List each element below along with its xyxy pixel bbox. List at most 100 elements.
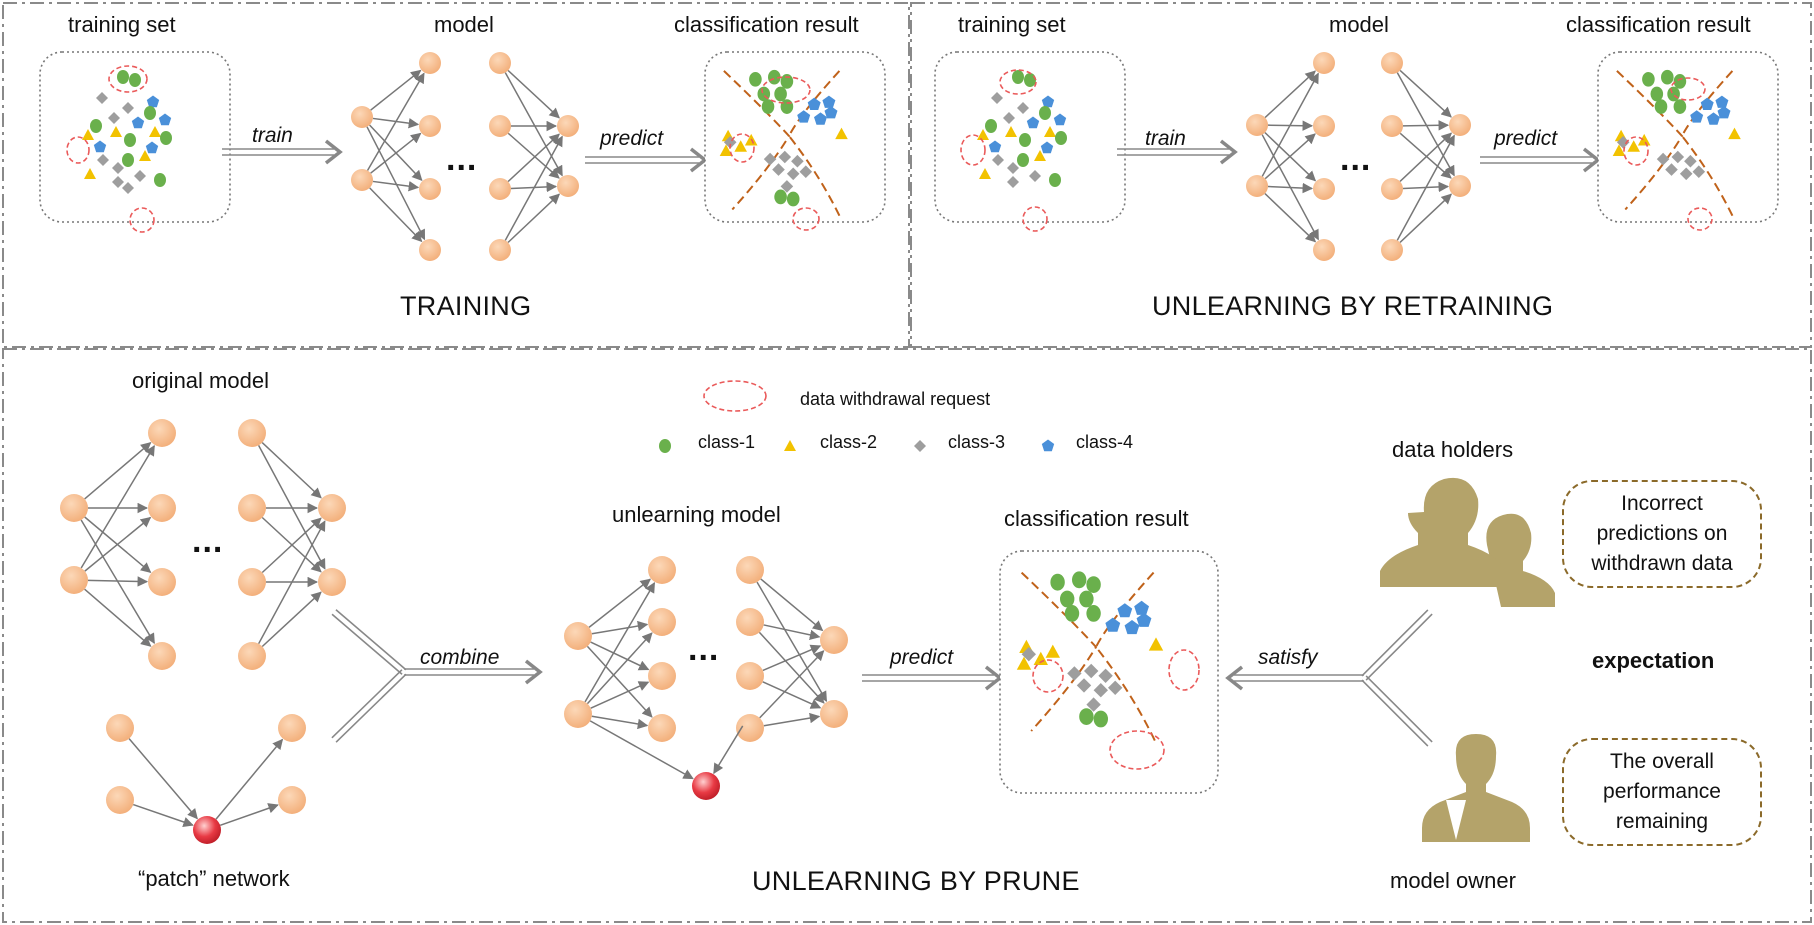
class-1-point — [1050, 573, 1065, 591]
class-2-point — [1044, 126, 1056, 137]
withdrawal-ellipse — [792, 207, 820, 231]
withdrawal-ellipse — [729, 133, 755, 163]
class-3-point — [1656, 152, 1670, 166]
class-3-point — [122, 102, 134, 114]
class-3-point — [780, 180, 794, 193]
class-3-point — [772, 163, 785, 176]
result-box — [1597, 51, 1779, 223]
training-set-label: training set — [958, 12, 1066, 37]
class-1-point — [780, 99, 794, 114]
class-2-point — [1627, 140, 1640, 152]
input-node — [60, 566, 88, 594]
predict-label: predict — [1494, 127, 1558, 150]
class-2-point — [1728, 127, 1741, 140]
network-edge — [588, 578, 652, 628]
class-3-point — [1665, 163, 1678, 176]
decision-boundary — [1680, 70, 1736, 221]
combine-label: combine — [420, 646, 500, 669]
class-3-point — [786, 167, 800, 181]
withdrawal-ellipse — [1109, 730, 1165, 770]
class-2-point — [734, 140, 747, 152]
class-3-point — [1679, 167, 1693, 181]
class-3-point — [122, 182, 134, 194]
hidden-node — [1381, 115, 1403, 137]
hidden-node — [489, 239, 511, 261]
output-node — [820, 626, 848, 654]
patch-network-label: “patch” network — [138, 866, 290, 891]
network-edge — [369, 187, 423, 243]
class-1-point — [1079, 590, 1094, 608]
class-1-point — [129, 73, 141, 87]
class-3-point — [112, 162, 124, 174]
class-4-point — [1700, 97, 1714, 111]
network-edge — [366, 72, 425, 171]
hidden-node — [238, 494, 266, 522]
class-3-point — [991, 92, 1003, 104]
class-4-point — [797, 110, 811, 123]
class-3-point — [1017, 102, 1029, 114]
hidden-node — [489, 115, 511, 137]
train-label: train — [252, 124, 293, 147]
hidden-node — [648, 662, 676, 690]
double-arrow-head — [524, 659, 543, 685]
class-3-point — [1692, 165, 1706, 178]
class-1-point — [1017, 153, 1029, 167]
classification-result-label: classification result — [1566, 12, 1751, 37]
withdrawal-ellipse — [1687, 207, 1713, 231]
class-1-point — [1055, 131, 1067, 145]
class-3-point — [1029, 170, 1041, 182]
network-edge — [215, 738, 284, 820]
class-2-point — [719, 144, 733, 156]
class-3-point — [778, 150, 792, 164]
predict-label: predict — [890, 646, 954, 669]
tie — [1478, 800, 1486, 834]
class-1-point — [1060, 590, 1075, 608]
merge-line — [335, 609, 407, 671]
patch-input-node — [106, 786, 134, 814]
class-3-point — [134, 170, 146, 182]
withdrawal-ellipse — [1022, 206, 1048, 232]
classification-result-label: classification result — [674, 12, 859, 37]
decision-boundary — [787, 70, 843, 221]
decision-boundary — [1094, 571, 1157, 744]
class-4-point — [1136, 612, 1152, 627]
network-edge — [1267, 182, 1314, 194]
input-node — [564, 700, 592, 728]
class-1-point — [1064, 605, 1080, 622]
merge-line — [331, 613, 403, 675]
panel-title-training: TRAINING — [400, 291, 532, 321]
withdrawal-ellipse — [66, 136, 90, 164]
class-3-point — [791, 154, 804, 168]
class-1-point — [774, 189, 787, 205]
network-edge — [132, 803, 194, 827]
network-edge — [759, 650, 825, 719]
network-edge — [219, 803, 279, 827]
predict-label: predict — [600, 127, 664, 150]
class-1-point — [1673, 99, 1687, 114]
expectation-label: expectation — [1592, 648, 1715, 673]
class-1-point — [1661, 69, 1674, 85]
satisfy-label: satisfy — [1258, 646, 1318, 669]
class-4-point — [988, 140, 1002, 153]
class-1-point — [1654, 99, 1668, 114]
output-node — [557, 115, 579, 137]
class-3-point — [992, 154, 1004, 166]
class-4-point — [1134, 600, 1150, 615]
output-node — [1449, 114, 1471, 136]
decision-boundary — [723, 70, 791, 211]
class-2-point — [977, 129, 989, 140]
class-1-point — [1642, 71, 1655, 87]
class-2-point — [84, 168, 96, 179]
class-3-point — [1007, 176, 1019, 188]
class-3-point — [799, 165, 813, 178]
class-3-point — [1108, 680, 1123, 695]
class-4-point — [807, 97, 821, 111]
network-edge — [1399, 69, 1452, 118]
class-3-point — [112, 176, 124, 188]
class-1-point — [768, 69, 781, 85]
class-4-point — [1715, 95, 1729, 108]
merge-line — [331, 669, 403, 739]
merge-line — [1361, 609, 1429, 677]
input-node — [564, 622, 592, 650]
training-panel-border — [2, 2, 910, 348]
